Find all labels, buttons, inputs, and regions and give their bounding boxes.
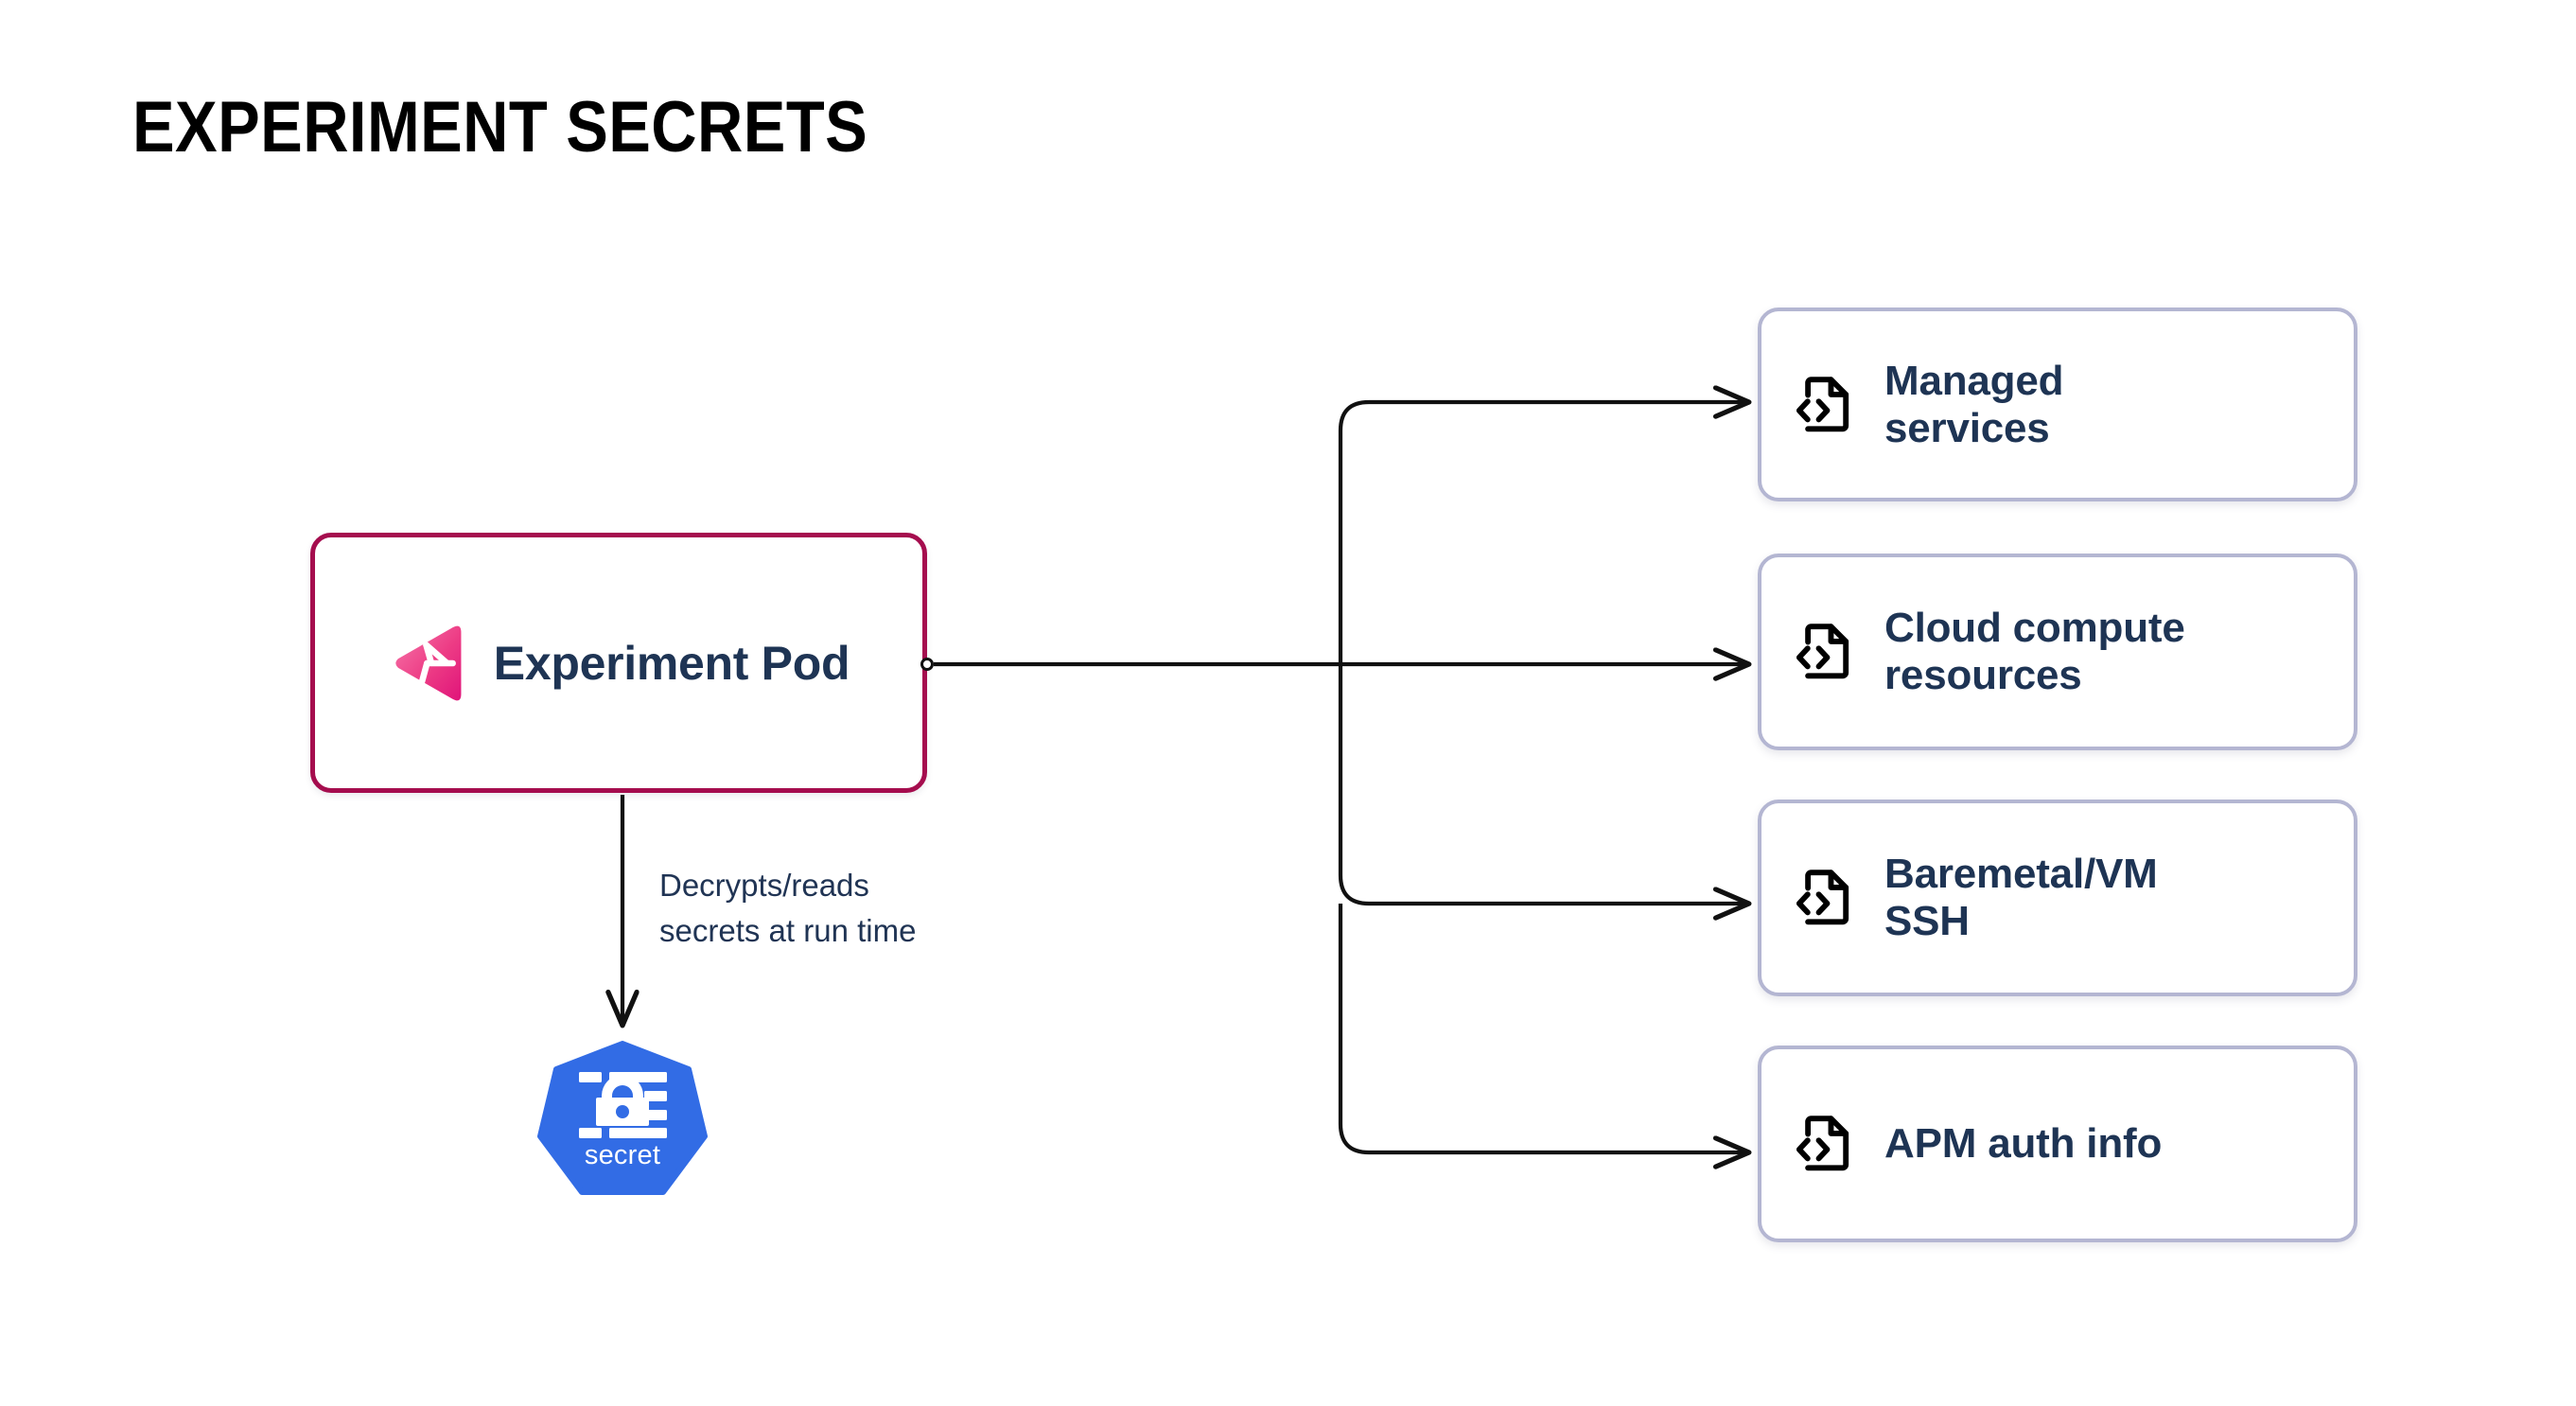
file-code-icon: [1796, 624, 1849, 679]
target-card-label-line2: resources: [1884, 652, 2082, 698]
target-card-label: APM auth info: [1884, 1120, 2162, 1168]
target-card-label: Cloud compute resources: [1884, 605, 2185, 698]
connector-to-apm-auth: [1338, 904, 1748, 1152]
experiment-pod-node[interactable]: Experiment Pod: [310, 533, 927, 793]
connector-to-baremetal-ssh: [1338, 664, 1748, 904]
target-card-label-line1: Cloud compute: [1884, 605, 2185, 652]
target-card-label-line1: Baremetal/VM: [1884, 851, 2158, 898]
experiment-pod-label: Experiment Pod: [493, 636, 850, 690]
target-card-label: Baremetal/VM SSH: [1884, 851, 2158, 944]
file-code-icon: [1796, 1116, 1849, 1171]
page-title: EXPERIMENT SECRETS: [132, 87, 868, 167]
connector-to-managed-services: [1338, 402, 1748, 664]
target-card-label-line1: APM auth info: [1884, 1120, 2163, 1168]
decrypt-annotation-line2: secrets at run time: [659, 912, 917, 948]
kubernetes-secret-icon: [537, 1041, 708, 1195]
file-code-icon: [1796, 870, 1849, 925]
target-card-label-line1: Managed: [1884, 357, 2064, 404]
target-card-managed-services[interactable]: Managed services: [1758, 308, 2357, 501]
decrypt-annotation-line1: Decrypts/reads: [659, 868, 869, 903]
target-card-apm-auth[interactable]: APM auth info: [1758, 1046, 2357, 1242]
kubernetes-secret-label: secret: [584, 1140, 661, 1170]
target-card-baremetal-ssh[interactable]: Baremetal/VM SSH: [1758, 800, 2357, 996]
target-card-label-line2: services: [1884, 404, 2050, 451]
pod-output-port: [920, 658, 934, 671]
file-code-icon: [1796, 376, 1849, 431]
kubernetes-secret-node[interactable]: secret: [537, 1041, 708, 1216]
target-card-cloud-compute[interactable]: Cloud compute resources: [1758, 554, 2357, 750]
decrypt-annotation: Decrypts/reads secrets at run time: [659, 863, 1057, 954]
target-card-label: Managed services: [1884, 358, 2063, 451]
target-card-label-line2: SSH: [1884, 898, 1970, 944]
gremlin-logo: [395, 625, 462, 700]
